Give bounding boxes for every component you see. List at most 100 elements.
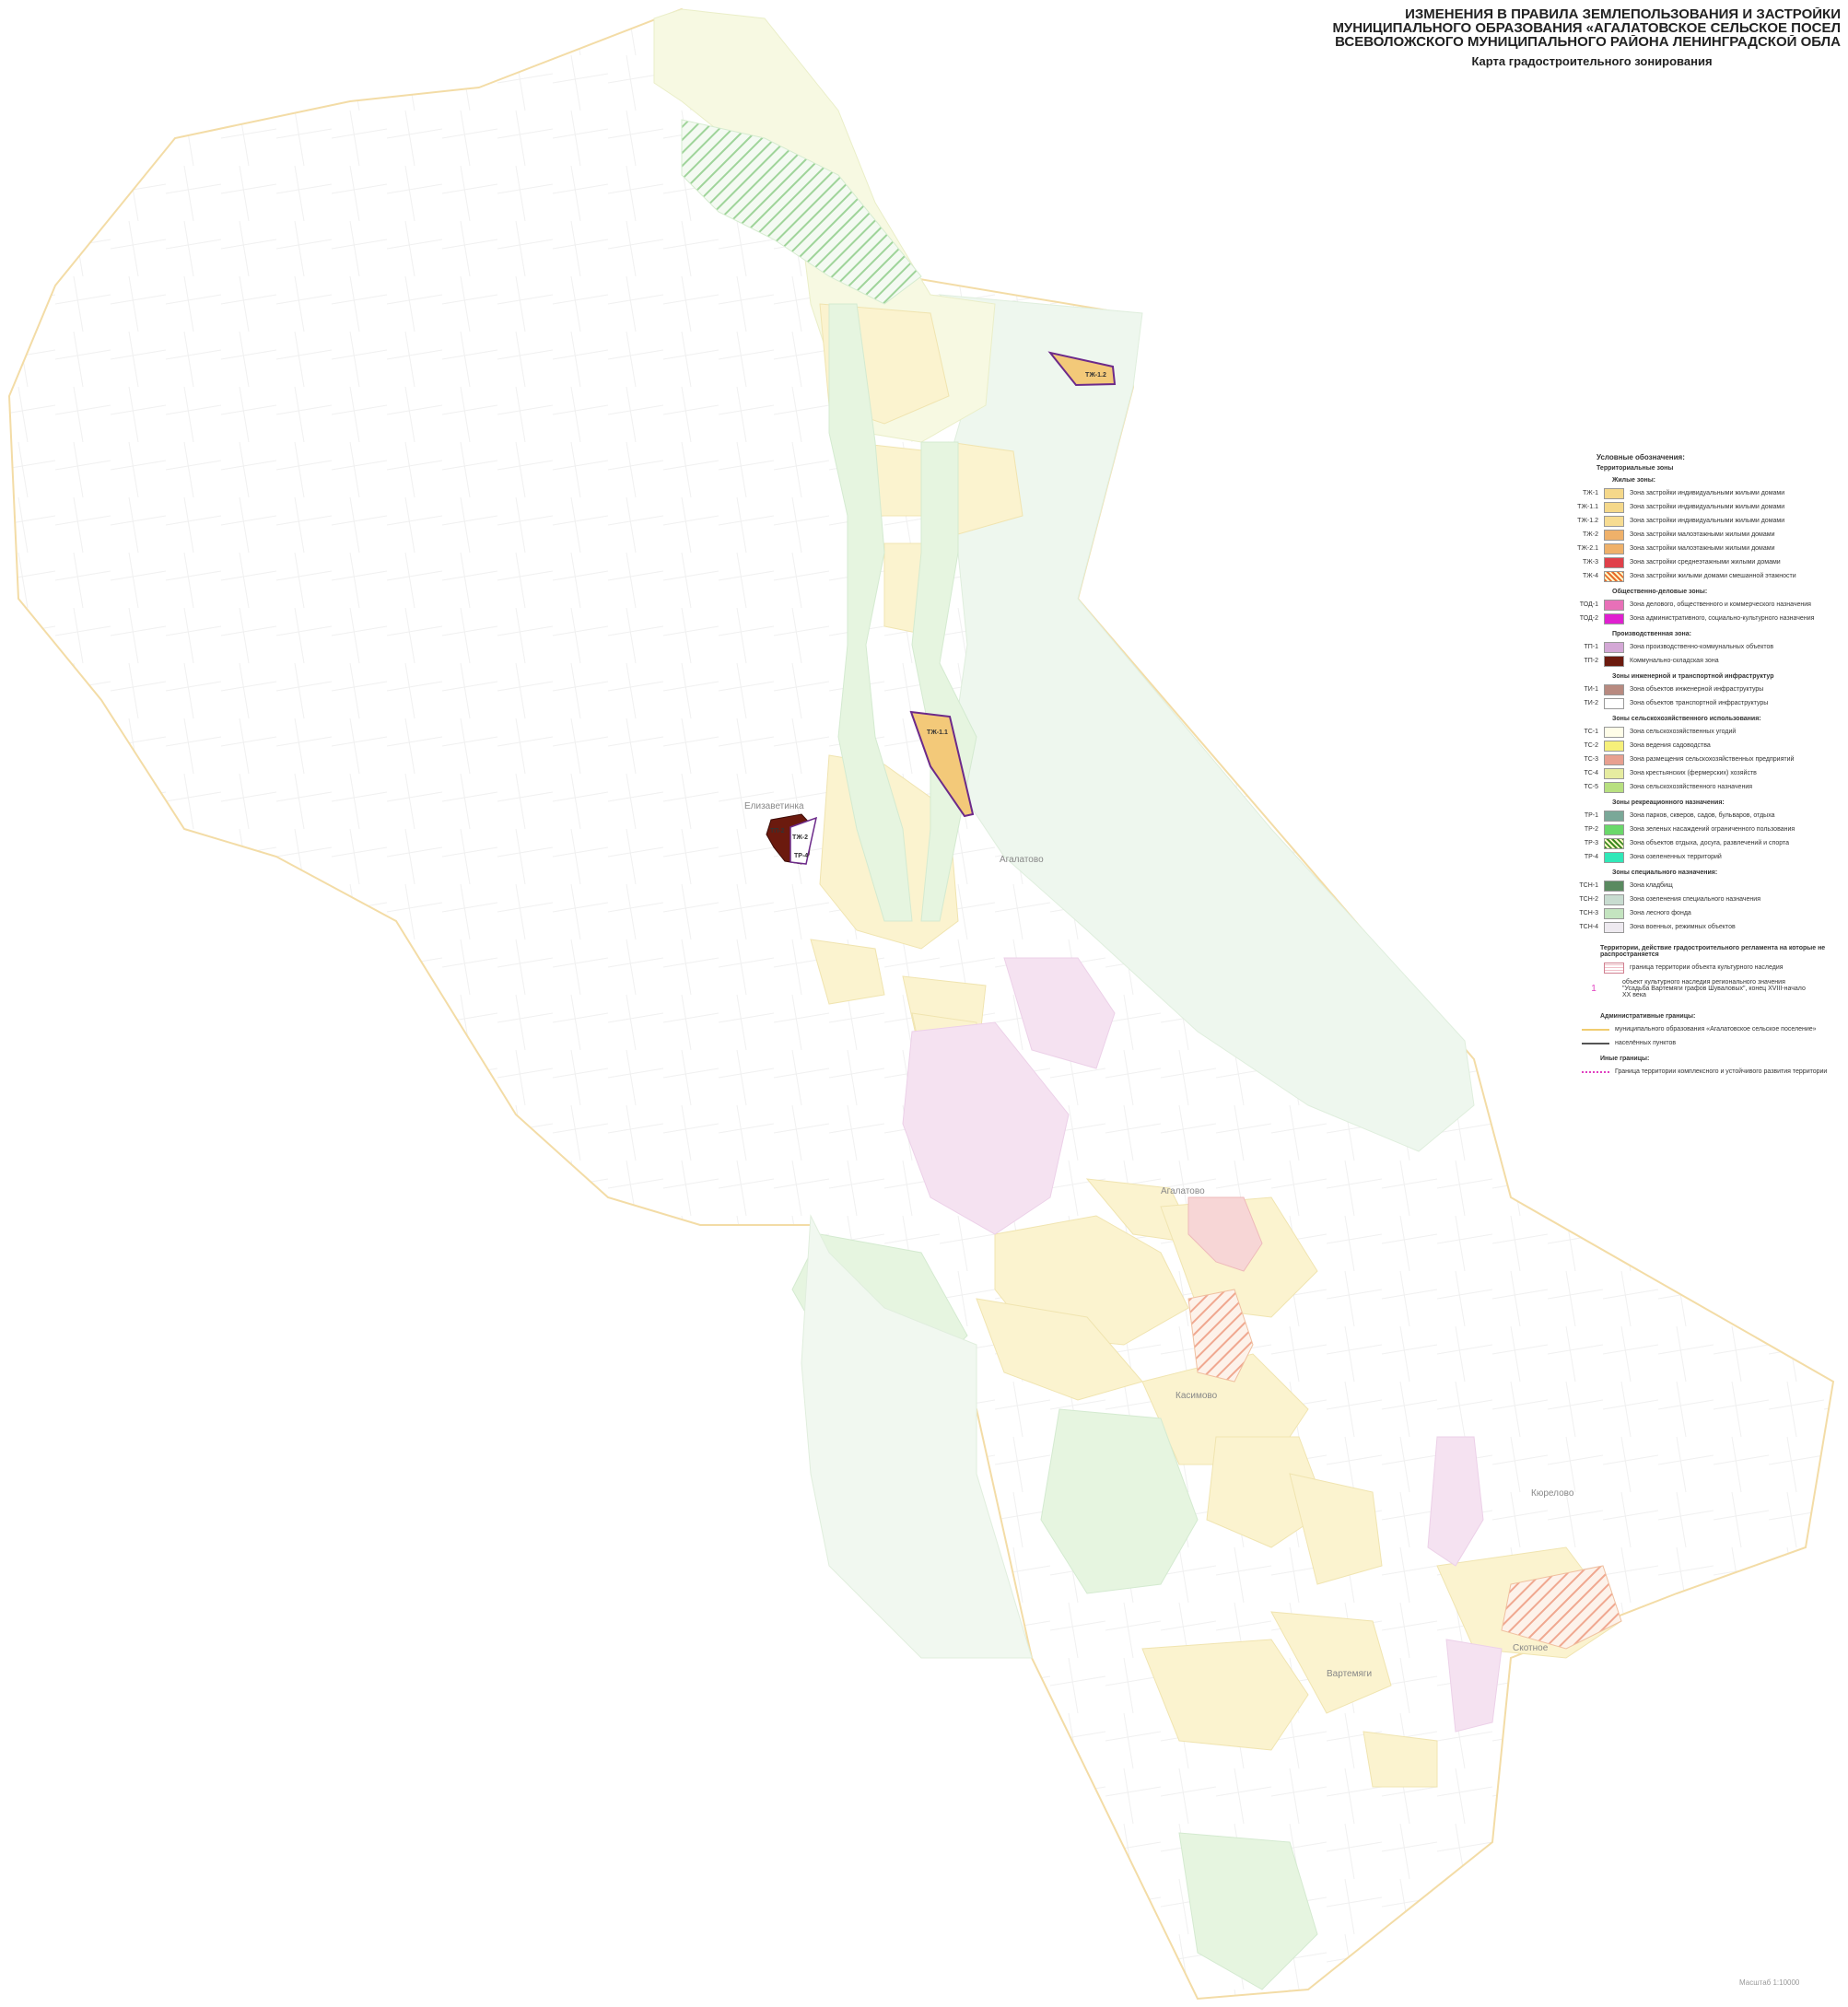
- legend-code: ТР-2: [1584, 826, 1598, 833]
- legend-row-admin-mo: муниципального образования «Агалатовское…: [1571, 1022, 1838, 1036]
- legend-swatch: [1604, 726, 1624, 738]
- legend-text: Зона застройки малоэтажными жилыми домам…: [1630, 545, 1775, 552]
- heritage-object-text: объект культурного наследия региональног…: [1622, 978, 1806, 998]
- legend-text: Зона сельскохозяйственных угодий: [1630, 729, 1737, 735]
- legend-text: Зона объектов транспортной инфраструктур…: [1630, 700, 1769, 706]
- map-subtitle: Карта градостроительного зонирования: [1471, 54, 1713, 68]
- legend-code: ТИ-2: [1584, 700, 1598, 706]
- legend-code: ТЖ-4: [1582, 573, 1598, 579]
- legend-text: Зона административного, социально-культу…: [1630, 615, 1815, 622]
- legend-admin-title: Административные границы:: [1600, 1013, 1696, 1020]
- legend-code: ТП-1: [1584, 644, 1598, 650]
- legend-text: Зона размещения сельскохозяйственных пре…: [1630, 756, 1795, 763]
- legend-group-title: Общественно-деловые зоны:: [1612, 589, 1708, 595]
- map-scale: Масштаб 1:10000: [1739, 1978, 1800, 1987]
- legend-code: ТП-2: [1584, 658, 1598, 664]
- place-label-5: Кюрелово: [1531, 1488, 1574, 1499]
- recreation-hatched: [681, 119, 922, 305]
- legend-text: Зона зеленых насаждений ограниченного по…: [1630, 826, 1795, 833]
- map-label-zone-a: ТЖ-1.2: [1085, 372, 1106, 379]
- admin-mo-text: муниципального образования «Агалатовское…: [1615, 1026, 1817, 1033]
- title-line-1: ИЗМЕНЕНИЯ В ПРАВИЛА ЗЕМЛЕПОЛЬЗОВАНИЯ И З…: [1405, 7, 1841, 21]
- map-label-zone-d: ТР-4: [794, 853, 808, 859]
- place-label-6: Скотное: [1513, 1643, 1549, 1653]
- legend-group-title: Производственная зона:: [1612, 631, 1691, 637]
- legend-swatch: [1604, 740, 1624, 752]
- mo-boundary-line: [1582, 1028, 1609, 1031]
- kur-boundary-line: [1582, 1070, 1609, 1073]
- admin-np-text: населённых пунктов: [1615, 1040, 1677, 1046]
- legend-text: Зона застройки индивидуальными жилыми до…: [1630, 504, 1785, 510]
- place-label-1: Елизаветинка: [744, 801, 804, 811]
- plot-tzh-1-2: [1047, 351, 1117, 387]
- legend-swatch: [1604, 613, 1624, 624]
- legend-row-kur: Граница территории комплексного и устойч…: [1571, 1065, 1838, 1079]
- legend-code: ТР-3: [1584, 840, 1598, 846]
- legend-subheader: Территориальные зоны: [1597, 465, 1674, 472]
- agalatovo-center: [1187, 1196, 1263, 1272]
- legend-swatch: [1604, 515, 1624, 527]
- western-forest: [801, 1214, 1033, 1659]
- legend-text: Зона застройки индивидуальными жилыми до…: [1630, 518, 1785, 524]
- legend-header: Условные обозначения:: [1597, 453, 1685, 461]
- legend-swatch: [1604, 810, 1624, 822]
- heritage-boundary-text: граница территории объекта культурного н…: [1630, 964, 1784, 971]
- legend-swatch: [1604, 529, 1624, 541]
- legend-group-title: Зоны сельскохозяйственного использования…: [1612, 716, 1761, 722]
- commercial-zones: [902, 957, 1503, 1733]
- legend-swatch: [1604, 907, 1624, 919]
- legend-text: Зона застройки жилыми домами смешанной э…: [1630, 573, 1796, 579]
- legend-code: ТОД-1: [1579, 601, 1598, 608]
- legend-swatch: [1604, 501, 1624, 513]
- legend-text: Зона крестьянских (фермерских) хозяйств: [1630, 770, 1757, 776]
- map-label-zone-c: ТЖ-2: [792, 834, 808, 841]
- legend-group-title: Жилые зоны:: [1612, 477, 1656, 484]
- legend-swatch: [1604, 823, 1624, 835]
- legend-row-heritage-object: 1 объект культурного наследия региональн…: [1571, 974, 1838, 1002]
- legend-text: Зона лесного фонда: [1630, 910, 1691, 916]
- legend-swatch: [1604, 683, 1624, 695]
- legend-text: Зона сельскохозяйственного назначения: [1630, 784, 1753, 790]
- legend-swatch: [1604, 837, 1624, 849]
- legend-code: ТС-4: [1584, 770, 1598, 776]
- legend-swatch: [1604, 767, 1624, 779]
- kur-text: Граница территории комплексного и устойч…: [1615, 1068, 1828, 1075]
- legend-text: Зона производственно-коммунальных объект…: [1630, 644, 1774, 650]
- map-label-zone-b: ТЖ-1.1: [927, 729, 948, 736]
- legend-text: Зона объектов инженерной инфраструктуры: [1630, 686, 1764, 693]
- legend-code: ТС-1: [1584, 729, 1598, 735]
- heritage-marker: 1: [1591, 983, 1597, 994]
- legend-text: Зона озелененных территорий: [1630, 854, 1722, 860]
- legend-code: ТЖ-1.2: [1577, 518, 1598, 524]
- legend-row: ТП-1 Зона производственно-коммунальных об…: [1571, 640, 1838, 654]
- place-label-2: Агалатово: [1000, 855, 1044, 865]
- legend-swatch: [1604, 851, 1624, 863]
- map-label-zone-e: ТП-2: [770, 828, 785, 834]
- legend-row: ТЖ-4 Зона застройки жилыми домами смешанн…: [1571, 569, 1838, 583]
- legend-text: Зона застройки малоэтажными жилыми домам…: [1630, 531, 1775, 538]
- legend-group-title: Зоны специального назначения:: [1612, 869, 1718, 876]
- legend-code: ТСН-1: [1579, 882, 1598, 889]
- legend-swatch: [1604, 641, 1624, 653]
- title-line-2: МУНИЦИПАЛЬНОГО ОБРАЗОВАНИЯ «АГАЛАТОВСКОЕ…: [1332, 21, 1841, 35]
- place-label-4: Касимово: [1175, 1391, 1218, 1401]
- heritage-boundary-swatch: [1604, 962, 1624, 974]
- legend-row: ТИ-2 Зона объектов транспортной инфрастру…: [1571, 696, 1838, 710]
- plot-tzh-1-1: [909, 710, 975, 818]
- legend-row: ТС-4 Зона крестьянских (фермерских) хозяй…: [1571, 766, 1838, 780]
- legend-swatch: [1604, 921, 1624, 933]
- legend-group-title: Зоны рекреационного назначения:: [1612, 799, 1725, 806]
- skotnoe-hatched: [1501, 1565, 1622, 1650]
- legend-code: ТЖ-3: [1582, 559, 1598, 566]
